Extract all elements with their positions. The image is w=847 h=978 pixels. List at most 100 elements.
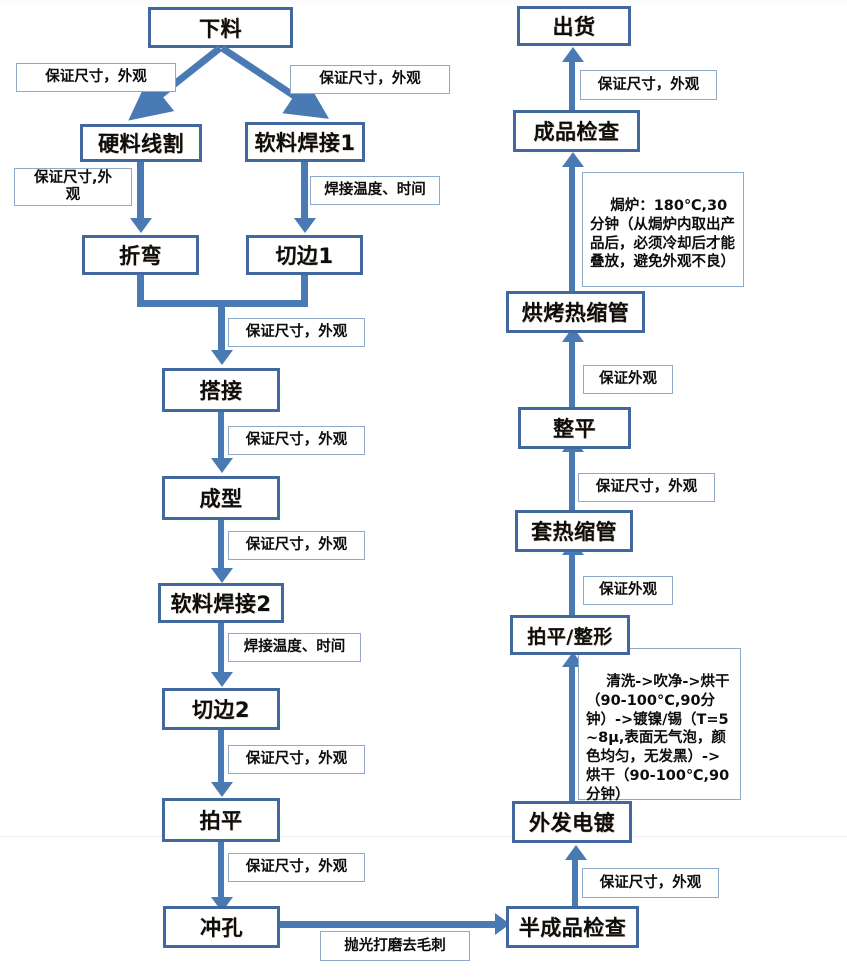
process-node-dajie[interactable]: 搭接 xyxy=(162,368,280,412)
note-welding-temp-time-1: 焊接温度、时间 xyxy=(310,176,440,205)
connector-waifa-to-paiping2 xyxy=(569,665,575,801)
node-label: 成型 xyxy=(199,487,243,511)
process-node-yingliao-xiange[interactable]: 硬料线割 xyxy=(80,124,202,162)
connector-zhengping-to-hongkao xyxy=(569,340,575,407)
top-edge-strip xyxy=(0,0,847,4)
connector-hongkao-to-chengpin xyxy=(569,165,575,291)
process-node-paiping-zhengxing[interactable]: 拍平/整形 xyxy=(510,615,630,655)
process-node-ruanliao-hanjie-1[interactable]: 软料焊接1 xyxy=(245,122,365,162)
note-guarantee-dim-appearance-8: 保证尺寸，外观 xyxy=(228,853,365,882)
connector-dajie-to-chengxing xyxy=(218,412,224,460)
note-guarantee-appearance-2: 保证外观 xyxy=(583,365,673,394)
process-node-chengpin-jiancha[interactable]: 成品检查 xyxy=(513,110,640,152)
arrowhead-ruanliao2-to-qiebian2 xyxy=(211,672,233,687)
note-guarantee-dim-appearance-5: 保证尺寸，外观 xyxy=(228,426,365,455)
connector-chengpin-to-chuhuo xyxy=(569,60,575,110)
note-text: 保证尺寸，外观 xyxy=(319,71,421,88)
note-welding-temp-time-2: 焊接温度、时间 xyxy=(228,633,361,662)
process-node-zhengping[interactable]: 整平 xyxy=(518,407,631,449)
connector-qiebian2-to-paiping xyxy=(218,730,224,786)
connector-chengxing-to-ruanliao2 xyxy=(218,520,224,572)
node-label: 切边2 xyxy=(191,698,251,722)
note-text: 保证尺寸，外观 xyxy=(597,76,700,93)
process-node-hongkao-resuoguan[interactable]: 烘烤热缩管 xyxy=(506,291,645,333)
node-label: 拍平/整形 xyxy=(527,625,613,648)
note-text: 保证尺寸，外观 xyxy=(245,537,348,554)
process-node-ruanliao-hanjie-2[interactable]: 软料焊接2 xyxy=(158,583,284,623)
note-text: 保证尺寸，外观 xyxy=(599,874,702,891)
process-node-tao-resuoguan[interactable]: 套热缩管 xyxy=(515,510,633,552)
note-guarantee-dim-appearance-3: 保证尺寸,外 观 xyxy=(14,168,132,206)
connector-paiping-to-chongkong xyxy=(218,842,224,902)
node-label: 半成品检查 xyxy=(518,916,627,940)
node-label: 成品检查 xyxy=(533,120,620,144)
connector-qiebian1-down xyxy=(301,275,308,307)
arrowhead-merge-to-dajie xyxy=(211,350,233,365)
note-text: 保证外观 xyxy=(599,371,657,388)
connector-taoresuo-to-zhengping xyxy=(569,450,575,510)
node-label: 外发电镀 xyxy=(529,811,615,835)
process-node-chuhuo[interactable]: 出货 xyxy=(517,6,631,46)
node-label: 烘烤热缩管 xyxy=(521,301,630,325)
note-text: 保证尺寸，外观 xyxy=(595,479,698,496)
node-label: 套热缩管 xyxy=(531,520,617,544)
note-text: 保证尺寸，外观 xyxy=(245,859,348,876)
process-node-zhewan[interactable]: 折弯 xyxy=(82,235,199,275)
connector-ruanliao1-to-qiebian1 xyxy=(301,162,308,220)
note-text: 保证尺寸，外观 xyxy=(245,432,348,449)
note-text: 保证尺寸,外 观 xyxy=(33,170,112,203)
arrowhead-chengpin-to-chuhuo xyxy=(562,47,584,62)
node-label: 下料 xyxy=(199,16,242,41)
node-label: 搭接 xyxy=(199,379,243,403)
process-node-paiping[interactable]: 拍平 xyxy=(162,798,280,842)
connector-chongkong-to-banchengpin xyxy=(280,921,500,928)
note-guarantee-dim-appearance-11: 保证尺寸，外观 xyxy=(580,70,717,100)
node-label: 出货 xyxy=(552,15,596,39)
note-guarantee-dim-appearance-10: 保证尺寸，外观 xyxy=(578,473,715,502)
page-break-hairline xyxy=(0,836,847,837)
note-text: 焊接温度、时间 xyxy=(243,639,346,656)
process-node-xialiao[interactable]: 下料 xyxy=(148,7,293,48)
note-guarantee-dim-appearance-1: 保证尺寸，外观 xyxy=(16,63,176,92)
process-node-qiebian-2[interactable]: 切边2 xyxy=(162,688,280,730)
note-text: 焊接温度、时间 xyxy=(324,182,426,199)
process-node-qiebian-1[interactable]: 切边1 xyxy=(246,235,363,275)
note-guarantee-appearance-1: 保证外观 xyxy=(583,576,673,605)
arrowhead-yingliao-to-zhewan xyxy=(130,218,152,233)
connector-yingliao-to-zhewan xyxy=(137,162,144,220)
arrowhead-ruanliao1-to-qiebian1 xyxy=(294,218,316,233)
connector-paiping2-to-taoresuo xyxy=(569,553,575,615)
arrowhead-chengxing-to-ruanliao2 xyxy=(211,568,233,583)
diverging-arrows-from-xialiao xyxy=(128,45,330,121)
connector-zhewan-down xyxy=(137,275,144,307)
arrowhead-dajie-to-chengxing xyxy=(211,458,233,473)
node-label: 整平 xyxy=(553,417,596,441)
process-node-chongkong[interactable]: 冲孔 xyxy=(163,906,280,948)
arrowhead-hongkao-to-chengpin xyxy=(562,152,584,167)
note-guarantee-dim-appearance-9: 保证尺寸，外观 xyxy=(582,868,719,898)
node-label: 拍平 xyxy=(199,809,243,833)
detail-text: 清洗->吹净->烘干（90-100°C,90分钟）->镀镍/锡（T=5~8μ,表… xyxy=(586,673,730,803)
arrowhead-qiebian2-to-paiping xyxy=(211,782,233,797)
connector-banchengpin-to-waifa xyxy=(572,858,578,906)
detail-text: 焗炉：180℃,30分钟（从焗炉内取出产品后，必须冷却后才能叠放，避免外观不良） xyxy=(590,197,735,271)
node-label: 软料焊接1 xyxy=(254,131,356,155)
node-label: 硬料线割 xyxy=(98,132,184,156)
note-text: 保证尺寸，外观 xyxy=(245,324,348,341)
process-node-chengxing[interactable]: 成型 xyxy=(162,476,280,520)
arrowhead-banchengpin-to-waifa xyxy=(565,845,587,860)
note-text: 保证尺寸，外观 xyxy=(45,69,147,86)
connector-ruanliao2-to-qiebian2 xyxy=(218,623,224,677)
note-text: 抛光打磨去毛刺 xyxy=(344,937,446,954)
process-node-banchengpin-jiancha[interactable]: 半成品检查 xyxy=(506,906,639,948)
note-guarantee-dim-appearance-2: 保证尺寸，外观 xyxy=(290,65,450,94)
note-text: 保证尺寸，外观 xyxy=(245,751,348,768)
note-guarantee-dim-appearance-7: 保证尺寸，外观 xyxy=(228,745,365,774)
process-node-waifa-diandu[interactable]: 外发电镀 xyxy=(512,801,632,843)
node-label: 切边1 xyxy=(275,244,334,268)
note-polish-deburr: 抛光打磨去毛刺 xyxy=(320,931,470,961)
note-text: 保证外观 xyxy=(599,582,657,599)
node-label: 冲孔 xyxy=(200,916,243,940)
detail-box-bake-oven: 焗炉：180℃,30分钟（从焗炉内取出产品后，必须冷却后才能叠放，避免外观不良） xyxy=(582,172,744,287)
